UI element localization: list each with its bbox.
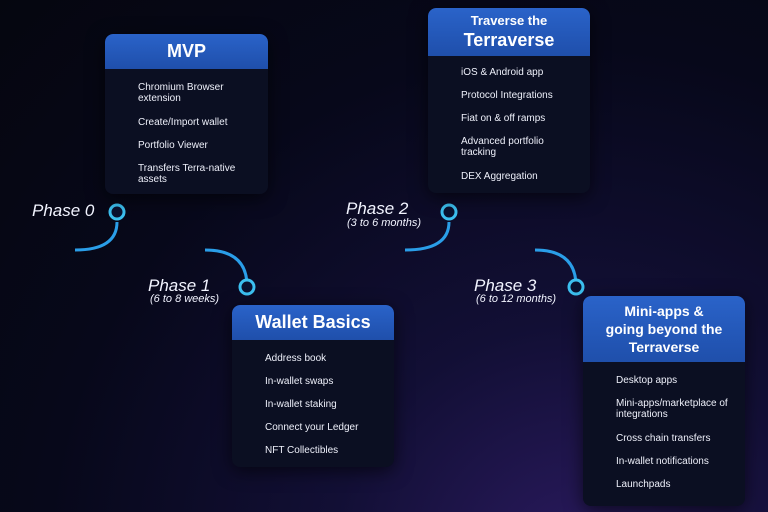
phase1-connector — [204, 248, 249, 287]
terraverse-feature-list: iOS & Android app Protocol Integrations … — [428, 56, 590, 193]
list-item: In-wallet staking — [265, 399, 337, 410]
list-item: Fiat on & off ramps — [461, 113, 546, 124]
list-item: Address book — [265, 353, 327, 364]
list-item: DEX Aggregation — [461, 171, 538, 182]
list-item: NFT Collectibles — [265, 445, 339, 456]
phase2-connector — [404, 221, 451, 252]
list-item: Advanced portfolio tracking — [461, 136, 544, 158]
wallet-basics-card: Wallet Basics Address book In-wallet swa… — [232, 305, 394, 467]
phase2-duration: (3 to 6 months) — [347, 217, 421, 229]
list-item: Protocol Integrations — [461, 90, 553, 101]
wallet-basics-card-title: Wallet Basics — [255, 312, 371, 332]
wallet-basics-card-header: Wallet Basics — [232, 305, 394, 340]
phase3-label: Phase 3 — [474, 276, 537, 295]
beyond-terraverse-card-header: Mini-apps & going beyond the Terraverse — [583, 296, 745, 362]
terraverse-title-line1: Traverse the — [470, 13, 548, 28]
terraverse-card: Traverse the Terraverse iOS & Android ap… — [428, 8, 590, 193]
terraverse-card-header: Traverse the Terraverse — [428, 8, 590, 56]
beyond-title-line1: Mini-apps & — [624, 303, 704, 319]
phase2-label: Phase 2 — [346, 199, 409, 218]
list-item: iOS & Android app — [461, 67, 544, 78]
phase1-node — [238, 278, 256, 296]
list-item: Transfers Terra-native assets — [138, 163, 236, 185]
phase3-connector — [534, 248, 578, 287]
list-item: Desktop apps — [616, 375, 678, 386]
phase3-duration: (6 to 12 months) — [476, 293, 557, 305]
phase1-label: Phase 1 — [148, 276, 211, 295]
list-item: Connect your Ledger — [265, 422, 359, 433]
mvp-feature-list: Chromium Browser extension Create/Import… — [105, 69, 268, 194]
phase3-node — [567, 278, 585, 296]
phase0-node — [108, 203, 126, 221]
list-item: In-wallet swaps — [265, 376, 334, 387]
terraverse-title-line2: Terraverse — [463, 30, 555, 50]
mvp-card: MVP Chromium Browser extension Create/Im… — [105, 34, 268, 194]
beyond-title-line3: Terraverse — [628, 339, 700, 355]
list-item: Launchpads — [616, 479, 671, 490]
beyond-title-line2: going beyond the — [605, 321, 723, 337]
list-item: Cross chain transfers — [616, 433, 711, 444]
phase0-label: Phase 0 — [32, 201, 95, 220]
mvp-card-title: MVP — [166, 41, 206, 61]
list-item: Create/Import wallet — [138, 117, 228, 128]
list-item: Portfolio Viewer — [138, 140, 208, 151]
beyond-feature-list: Desktop apps Mini-apps/marketplace of in… — [583, 362, 745, 506]
mvp-card-header: MVP — [105, 34, 268, 69]
phase2-node — [440, 203, 458, 221]
list-item: Mini-apps/marketplace of integrations — [616, 398, 728, 420]
phase1-duration: (6 to 8 weeks) — [150, 293, 220, 305]
wallet-basics-feature-list: Address book In-wallet swaps In-wallet s… — [232, 340, 394, 467]
list-item: Chromium Browser extension — [138, 82, 224, 104]
phase0-connector — [74, 221, 119, 252]
list-item: In-wallet notifications — [616, 456, 709, 467]
beyond-terraverse-card: Mini-apps & going beyond the Terraverse … — [583, 296, 745, 506]
